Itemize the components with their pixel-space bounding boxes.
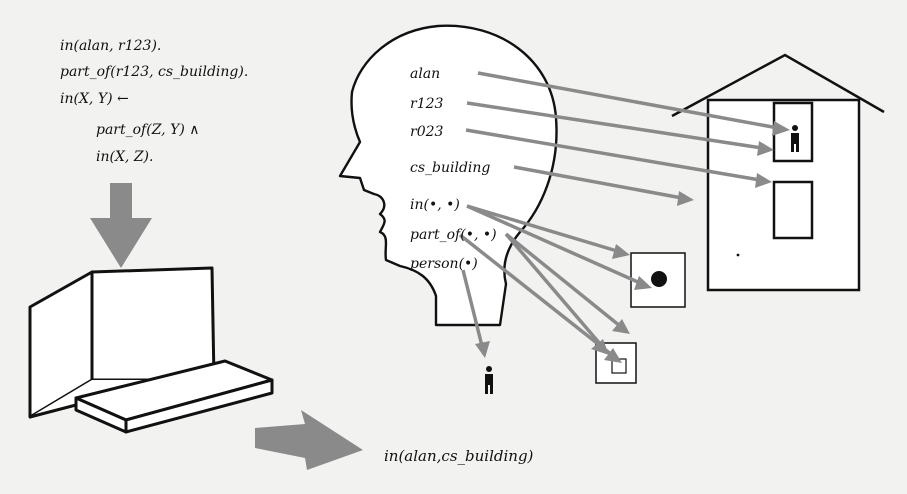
in-relation-square bbox=[630, 252, 686, 308]
symbol-cs-building: cs_building bbox=[410, 160, 490, 176]
program-line-3: in(X, Y) ← bbox=[60, 91, 129, 107]
symbol-r123: r123 bbox=[410, 96, 444, 112]
symbol-r023: r023 bbox=[410, 124, 444, 140]
head-icon bbox=[338, 24, 558, 327]
relation-part-of: part_of(•, •) bbox=[410, 227, 497, 243]
program-line-1: in(alan, r123). bbox=[60, 38, 161, 54]
right-arrow bbox=[255, 410, 363, 470]
symbol-alan: alan bbox=[410, 66, 440, 82]
person-icon bbox=[485, 366, 493, 394]
computer-icon bbox=[28, 266, 274, 434]
relation-in: in(•, •) bbox=[410, 197, 460, 213]
head-symbols: alan r123 r023 cs_building in(•, •) part… bbox=[410, 66, 497, 272]
program-line-5: in(X, Z). bbox=[96, 149, 153, 165]
mapping-arrows bbox=[458, 71, 790, 363]
conclusion-text: in(alan,cs_building) bbox=[384, 447, 534, 465]
house-dot bbox=[736, 253, 740, 257]
person-icon bbox=[791, 125, 799, 152]
program-line-4: part_of(Z, Y) ∧ bbox=[96, 122, 199, 138]
house-icon bbox=[671, 53, 885, 292]
program-text: in(alan, r123). part_of(r123, cs_buildin… bbox=[60, 38, 248, 165]
program-line-2: part_of(r123, cs_building). bbox=[60, 64, 248, 80]
relation-person: person(•) bbox=[410, 256, 478, 272]
down-arrow bbox=[90, 183, 152, 268]
